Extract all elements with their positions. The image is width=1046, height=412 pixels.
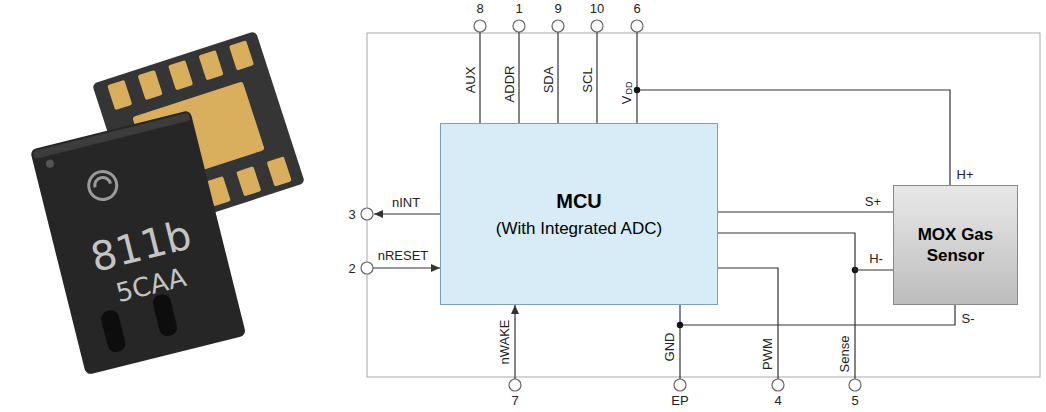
- wire: [518, 32, 519, 123]
- signal-name: ADDR: [503, 66, 516, 103]
- pin-circle: [552, 20, 564, 32]
- pin-label: S-: [962, 312, 975, 325]
- wire: [680, 305, 955, 325]
- wire: [636, 32, 637, 123]
- pin1-dot: [45, 159, 55, 169]
- signal-name: V: [620, 96, 633, 105]
- pins: [361, 20, 861, 391]
- junction-dot: [634, 87, 640, 93]
- block-title: MOX Gas Sensor: [904, 224, 1007, 267]
- signal-name: SDA: [542, 67, 555, 94]
- package-outline: [367, 33, 1040, 377]
- signal-name: nWAKE: [498, 319, 511, 364]
- chip-pad: [138, 70, 163, 100]
- pin-label: 8: [476, 2, 483, 15]
- pin-label: 9: [554, 2, 561, 15]
- wire: [596, 32, 597, 123]
- signal-name: DD: [625, 82, 634, 95]
- wire: [479, 32, 480, 123]
- wires: [373, 32, 955, 379]
- chip-pad: [168, 60, 193, 90]
- pin-label: 10: [590, 2, 604, 15]
- signal-name: SCL: [581, 67, 594, 92]
- mcu-block: MCU (With Integrated ADC): [440, 123, 718, 305]
- pin-circle: [772, 379, 784, 391]
- pin-label: nINT: [392, 196, 420, 209]
- chip-bevel: [32, 113, 190, 160]
- chip-top: [30, 110, 246, 375]
- sensor-opening: [151, 293, 179, 338]
- pin-circle: [631, 20, 643, 32]
- pin-circle: [591, 20, 603, 32]
- arrow-wire: [374, 213, 440, 214]
- chip-pad: [107, 80, 132, 110]
- pin-label: H-: [869, 252, 883, 265]
- pin-circle: [513, 20, 525, 32]
- gas-sensor-block: MOX Gas Sensor: [893, 185, 1018, 305]
- wire: [679, 305, 680, 379]
- logo-mark: [93, 176, 110, 188]
- chip-body: [30, 110, 246, 375]
- pin-label: 6: [633, 2, 640, 15]
- pin-circle: [474, 20, 486, 32]
- signal-name: GND: [663, 333, 676, 362]
- chip-pad: [229, 40, 254, 70]
- pin-label: 7: [511, 394, 518, 407]
- sensor-opening: [100, 309, 128, 354]
- pin-label: 3: [348, 208, 355, 221]
- chip-pad: [236, 166, 261, 196]
- wire: [718, 268, 778, 379]
- junction-dot: [677, 322, 683, 328]
- pin-circle: [361, 208, 373, 220]
- wire: [557, 32, 558, 123]
- chip-pad: [267, 156, 292, 186]
- signal-name: PWM: [761, 338, 774, 370]
- block-subtitle: (With Integrated ADC): [496, 218, 662, 239]
- pin-circle: [361, 262, 373, 274]
- pin-circle: [674, 379, 686, 391]
- pin-circle: [849, 379, 861, 391]
- pin-circle: [509, 379, 521, 391]
- wire: [854, 270, 855, 379]
- pin-label: 1: [515, 2, 522, 15]
- pin-label: EP: [671, 394, 688, 407]
- chip-pad: [198, 50, 223, 80]
- signal-name: AUX: [464, 67, 477, 94]
- pin-label: H+: [957, 168, 974, 181]
- arrow-wire: [373, 267, 440, 268]
- block-title: MCU: [556, 189, 602, 214]
- signal-wire: [718, 211, 893, 212]
- pin-label: 2: [348, 262, 355, 275]
- signal-name: Sense: [838, 336, 851, 373]
- arrow-wire: [514, 305, 515, 379]
- pin-label: S+: [865, 195, 881, 208]
- pin-label: nRESET: [378, 249, 429, 262]
- signal-wire: [718, 233, 893, 270]
- pin-label: 5: [851, 394, 858, 407]
- logo-mark: [86, 168, 120, 202]
- pin-label: 4: [774, 394, 781, 407]
